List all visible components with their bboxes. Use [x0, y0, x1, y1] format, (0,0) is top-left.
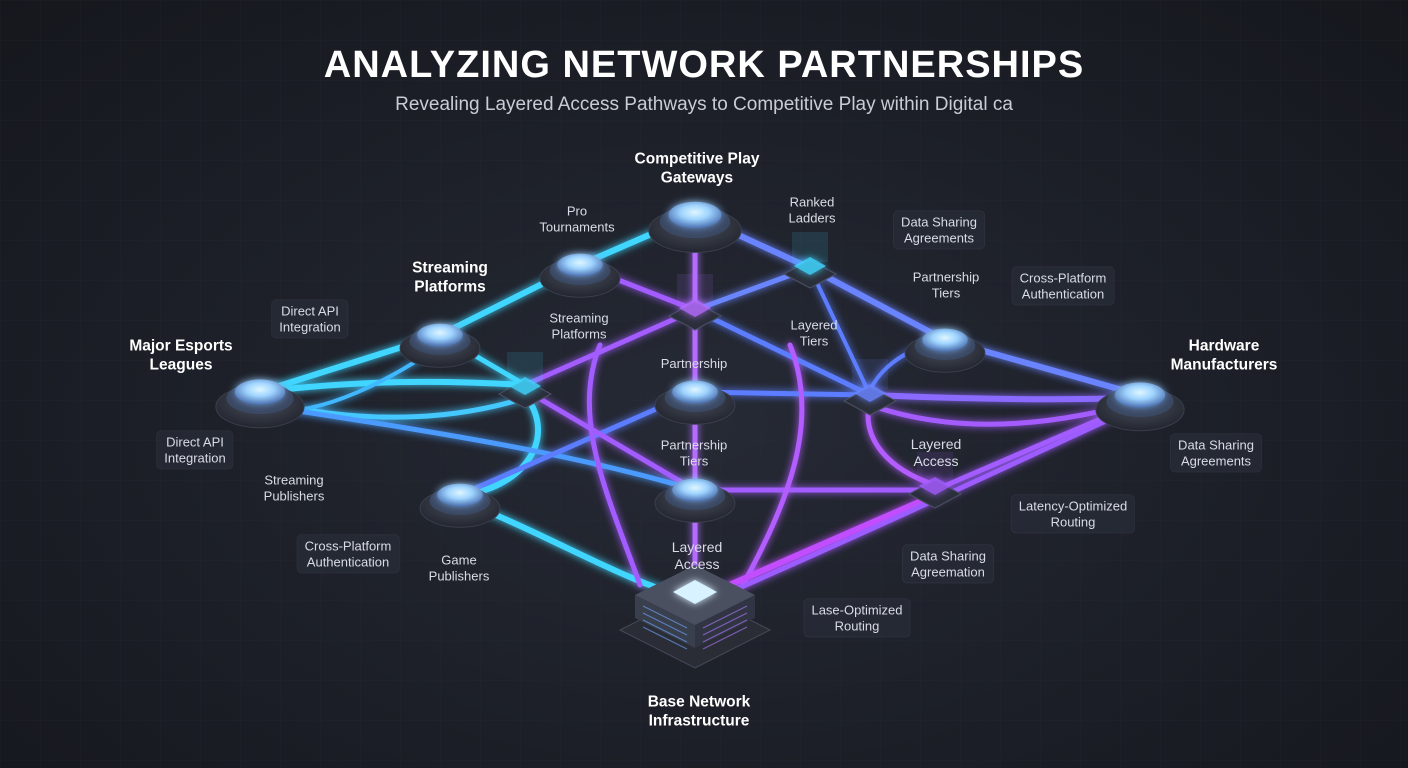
link-curve-left-spine [586, 342, 643, 588]
label-lase-routing: Lase-Optimized Routing [804, 599, 910, 637]
link-curve-right-spine [737, 342, 805, 593]
node-partnership-center [654, 380, 736, 425]
label-major-esports-leagues: Major Esports Leagues [129, 337, 233, 373]
hub-center [667, 274, 723, 331]
link-left-mid-a [257, 378, 528, 395]
label-cross-platform-left: Cross-Platform Authentication [297, 535, 399, 573]
label-partnership-tiers-center: Partnership Tiers [660, 437, 728, 468]
label-direct-api-left: Direct API Integration [157, 431, 233, 469]
hub-ranked-ladders [782, 232, 838, 289]
label-game-publishers: Game Publishers [428, 552, 490, 583]
link-hw-to-base [697, 402, 1143, 608]
label-partnership-center: Partnership [660, 356, 728, 372]
node-partnership-tiers-right [904, 328, 986, 373]
link-center-right [692, 307, 873, 398]
node-streaming-platforms [399, 323, 481, 368]
label-data-sharing-right: Data Sharing Agreements [1171, 434, 1261, 472]
label-streaming-platforms-major: Streaming Platforms [412, 259, 488, 295]
label-competitive-play-gateways: Competitive Play Gateways [634, 150, 760, 186]
label-layered-tiers: Layered Tiers [790, 317, 838, 348]
page-subtitle: Revealing Layered Access Pathways to Com… [395, 94, 1013, 115]
link-top-ridge-left [257, 212, 698, 395]
link-left-curve-b [257, 402, 698, 493]
hub-layered-access [907, 452, 963, 509]
label-data-sharing-bottom: Data Sharing Agreemation [903, 545, 993, 583]
hub-left [497, 352, 553, 409]
label-direct-api-top: Direct API Integration [272, 300, 348, 338]
label-layered-access-center: Layered Access [671, 539, 723, 572]
link-ranked-down [808, 266, 872, 397]
label-base-network-infrastructure: Base Network Infrastructure [647, 693, 751, 729]
label-data-sharing-top: Data Sharing Agreements [894, 211, 984, 249]
node-hardware-manufacturers [1095, 382, 1185, 432]
node-layer [215, 201, 1185, 669]
label-ranked-ladders: Ranked Ladders [788, 194, 836, 225]
hub-right [842, 359, 898, 416]
node-base-network-infrastructure [618, 565, 772, 669]
node-partnership-tiers-center [654, 478, 736, 523]
label-layered-access-right: Layered Access [910, 436, 962, 469]
label-cross-platform-top: Cross-Platform Authentication [1012, 267, 1114, 305]
label-streaming-platforms-mid: Streaming Platforms [549, 310, 609, 341]
label-hardware-manufacturers: Hardware Manufacturers [1170, 337, 1278, 373]
link-top-ridge-right [692, 212, 1143, 398]
page-title: ANALYZING NETWORK PARTNERSHIPS [323, 44, 1085, 86]
label-latency-routing: Latency-Optimized Routing [1011, 495, 1135, 533]
node-game-publishers [419, 483, 501, 528]
link-access-to-base [692, 492, 938, 603]
label-partnership-tiers-top: Partnership Tiers [912, 269, 980, 300]
node-pro-tournaments [539, 253, 621, 298]
label-streaming-publishers: Streaming Publishers [263, 472, 325, 503]
link-center-left [522, 307, 698, 388]
label-pro-tournaments: Pro Tournaments [539, 203, 615, 234]
node-major-esports-leagues [215, 379, 305, 429]
node-competitive-play-gateways [648, 201, 742, 253]
